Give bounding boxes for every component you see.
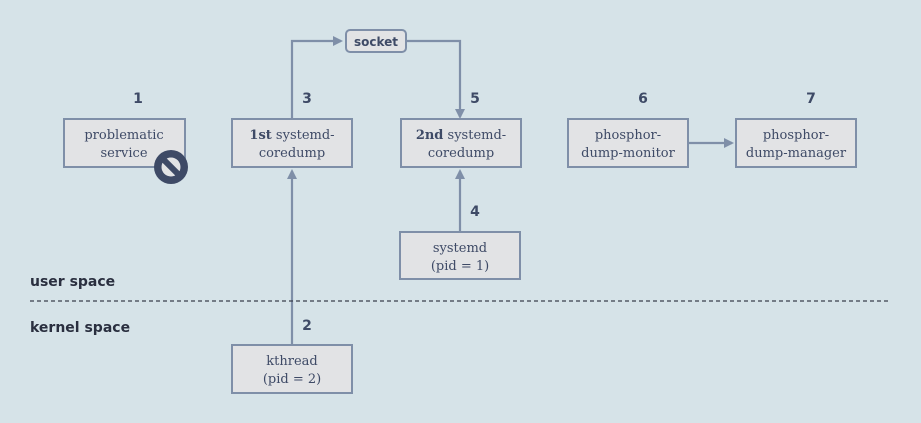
- kthread-line1: kthread: [266, 354, 317, 369]
- systemd-line1: systemd: [433, 241, 487, 256]
- coredump-1st-line2: coredump: [259, 146, 325, 161]
- coredump-1st-ordinal: 1st: [249, 128, 271, 143]
- problematic-service-line2: service: [100, 146, 147, 161]
- step-number-7: 7: [806, 91, 816, 107]
- dump-manager-line2: dump-manager: [746, 146, 847, 161]
- step-number-5: 5: [470, 91, 480, 107]
- socket-node: socket: [345, 29, 407, 53]
- step-number-4: 4: [470, 204, 480, 220]
- step-number-2: 2: [302, 318, 312, 334]
- dump-manager-node: phosphor- dump-manager: [735, 118, 857, 168]
- coredump-2nd-ordinal: 2nd: [416, 128, 444, 143]
- coredump-2nd-line2: coredump: [428, 146, 494, 161]
- arrow-coredump-1st-to-socket: [290, 36, 343, 119]
- user-space-label: user space: [30, 274, 115, 290]
- step-number-3: 3: [302, 91, 312, 107]
- coredump-2nd-node: 2nd systemd- coredump: [400, 118, 522, 168]
- dump-manager-line1: phosphor-: [763, 128, 829, 143]
- step-number-1: 1: [133, 91, 143, 107]
- coredump-1st-node: 1st systemd- coredump: [231, 118, 353, 168]
- problematic-service-line1: problematic: [84, 128, 163, 143]
- socket-label: socket: [354, 35, 398, 49]
- dump-monitor-line1: phosphor-: [595, 128, 661, 143]
- arrow-socket-to-coredump-2nd: [407, 39, 465, 119]
- coredump-2nd-line1: 2nd systemd-: [416, 128, 506, 143]
- no-entry-icon: [154, 150, 188, 184]
- dump-monitor-node: phosphor- dump-monitor: [567, 118, 689, 168]
- kthread-node: kthread (pid = 2): [231, 344, 353, 394]
- coredump-2nd-name: systemd-: [443, 128, 506, 143]
- kthread-line2: (pid = 2): [263, 372, 321, 387]
- dump-monitor-line2: dump-monitor: [581, 146, 675, 161]
- kernel-space-label: kernel space: [30, 320, 130, 336]
- coredump-1st-line1: 1st systemd-: [249, 128, 334, 143]
- systemd-line2: (pid = 1): [431, 259, 489, 274]
- coredump-1st-name: systemd-: [272, 128, 335, 143]
- systemd-node: systemd (pid = 1): [399, 231, 521, 280]
- step-number-6: 6: [638, 91, 648, 107]
